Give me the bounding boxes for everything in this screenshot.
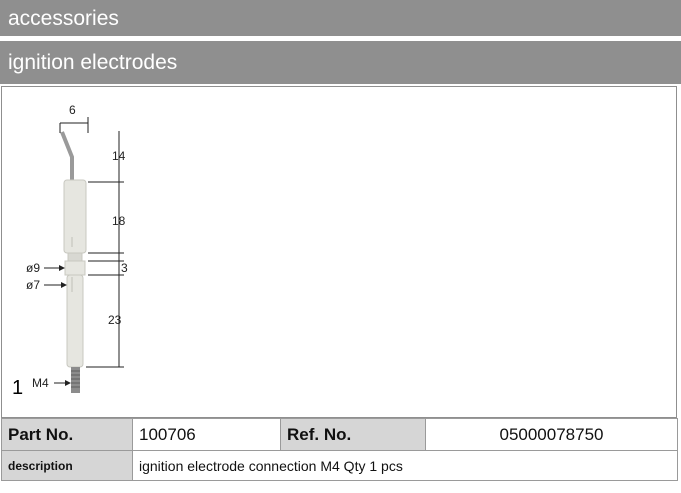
ceramic-insulator	[63, 179, 87, 368]
dim-diameter-small: ø7	[26, 278, 40, 292]
lower-ceramic	[66, 274, 84, 368]
spec-table: Part No. 100706 Ref. No. 05000078750 des…	[1, 418, 678, 481]
dim-upper-body: 18	[112, 214, 126, 228]
table-row: description ignition electrode connectio…	[1, 450, 678, 481]
groove-ring	[67, 252, 83, 262]
description-value: ignition electrode connection M4 Qty 1 p…	[132, 450, 678, 481]
dim-lower-body: 23	[108, 313, 122, 327]
ref-no-label: Ref. No.	[280, 418, 426, 451]
dim-thread: M4	[32, 376, 49, 390]
electrode-drawing: 6 14 18 3 23 ø9 ø7 M4	[26, 103, 128, 393]
dim-groove: 3	[121, 261, 128, 275]
category-header: ignition electrodes	[0, 41, 681, 84]
ref-no-value: 05000078750	[425, 418, 678, 451]
dim-tip-width: 6	[69, 103, 76, 117]
description-label: description	[1, 450, 133, 481]
section-header: accessories	[0, 0, 681, 36]
upper-ceramic	[63, 179, 87, 254]
category-header-title: ignition electrodes	[8, 51, 178, 74]
part-no-value: 100706	[132, 418, 281, 451]
dim-diameter-large: ø9	[26, 261, 40, 275]
dim-tip-length: 14	[112, 149, 126, 163]
product-image-panel: 6 14 18 3 23 ø9 ø7 M4	[1, 86, 677, 418]
electrode-tip	[60, 131, 74, 182]
table-row: Part No. 100706 Ref. No. 05000078750	[1, 418, 678, 451]
section-header-title: accessories	[8, 6, 119, 30]
threaded-stud	[71, 367, 80, 393]
figure-index: 1	[12, 377, 24, 399]
part-no-label: Part No.	[1, 418, 133, 451]
